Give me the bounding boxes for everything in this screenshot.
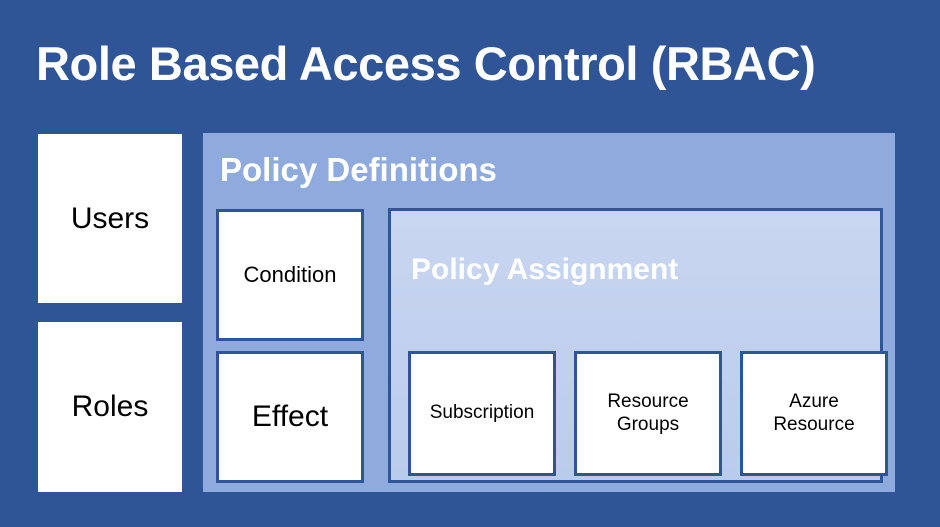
policy-definitions-heading: Policy Definitions <box>220 151 497 188</box>
effect-box-label: Effect <box>251 400 329 434</box>
policy-definitions-panel: Policy Definitions Condition Effect Poli… <box>203 133 895 492</box>
subscription-scope-box: Subscription <box>408 351 556 476</box>
policy-assignment-panel: Policy Assignment Subscription Resource … <box>388 208 888 483</box>
effect-box: Effect <box>216 351 364 483</box>
page-title: Role Based Access Control (RBAC) <box>36 37 816 90</box>
resource-groups-scope-label: Resource Groups <box>607 391 689 435</box>
users-box-label: Users <box>70 201 150 235</box>
condition-box-label: Condition <box>243 262 337 288</box>
azure-resource-scope-box: Azure Resource <box>740 351 888 476</box>
resource-groups-scope-box: Resource Groups <box>574 351 722 476</box>
roles-box-label: Roles <box>71 390 149 423</box>
condition-box: Condition <box>216 209 364 341</box>
policy-assignment-heading: Policy Assignment <box>411 253 679 286</box>
roles-box: Roles <box>38 322 182 492</box>
users-box: Users <box>38 134 182 303</box>
azure-resource-scope-label: Azure Resource <box>773 391 855 435</box>
subscription-scope-label: Subscription <box>429 402 535 424</box>
